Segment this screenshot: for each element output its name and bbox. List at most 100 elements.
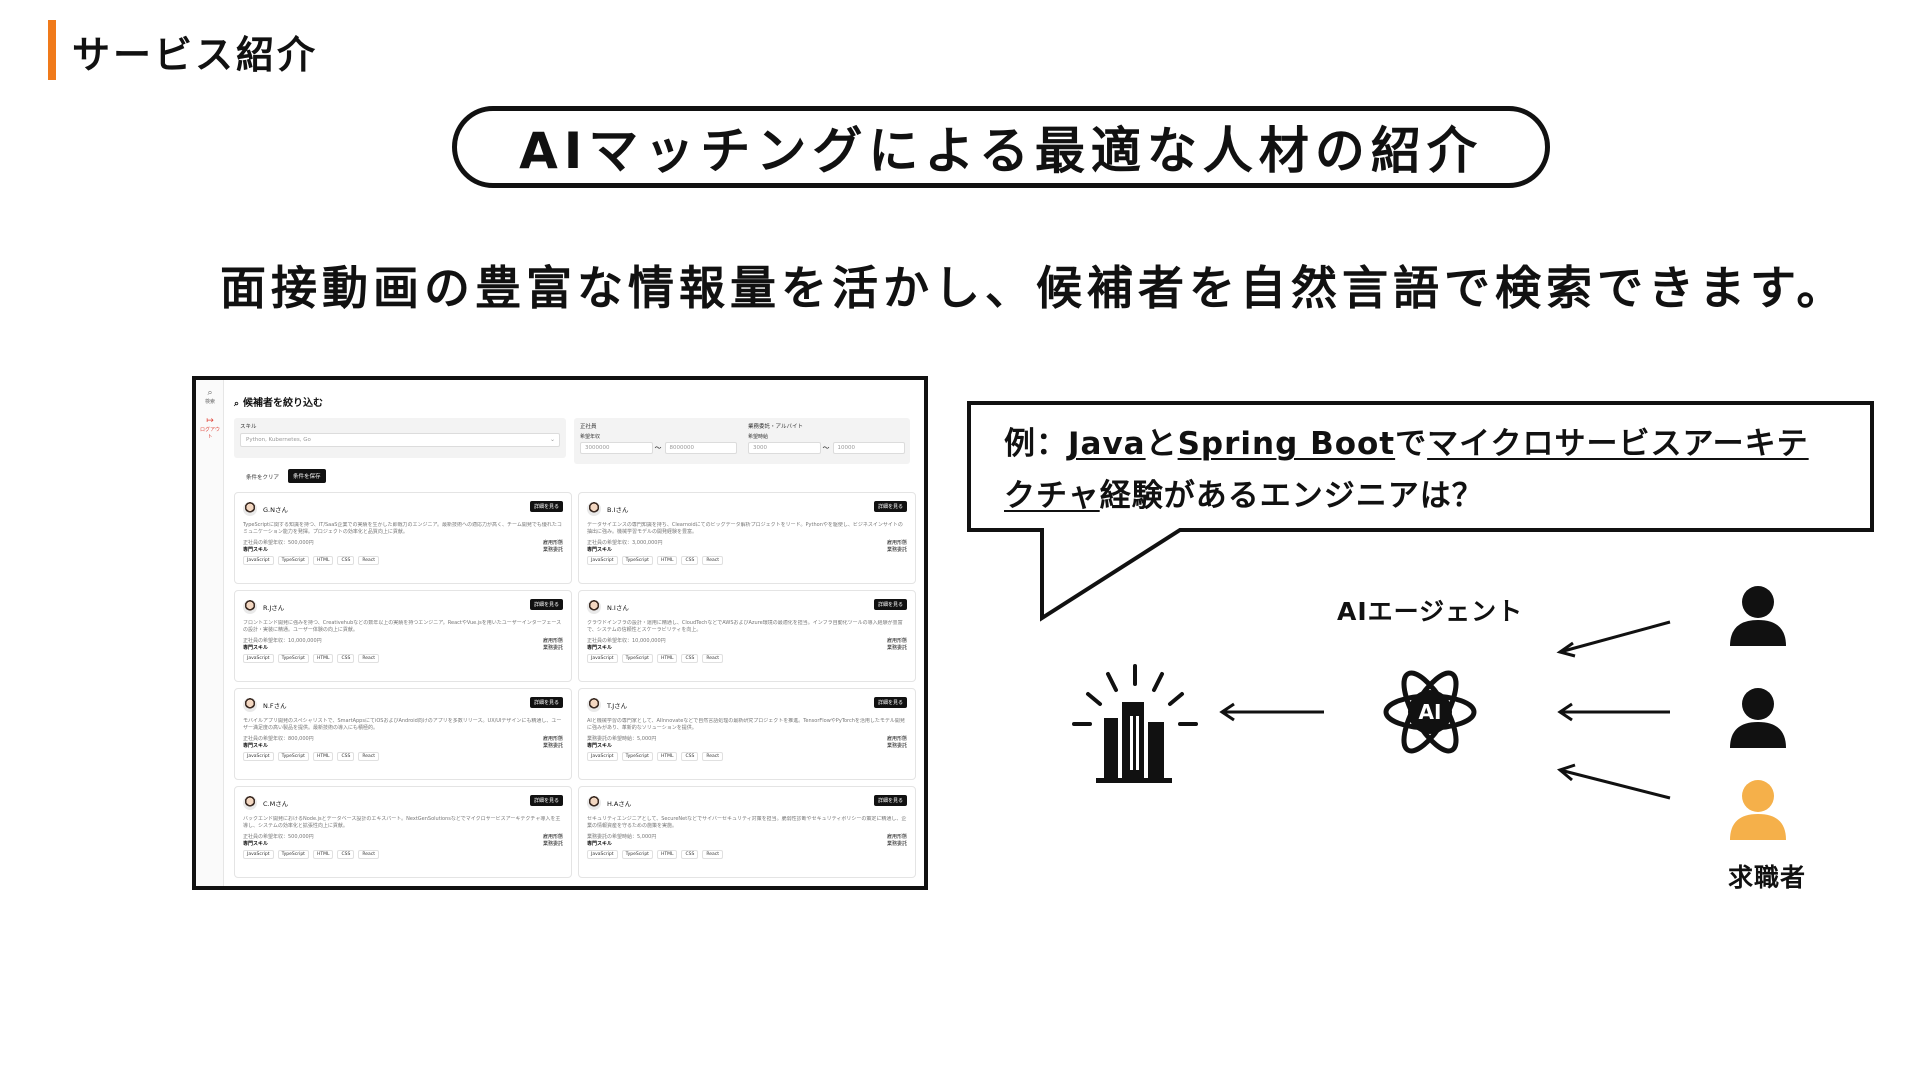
chevron-down-icon: ⌄ xyxy=(549,436,555,443)
candidate-salary: 正社員の希望年収：3,000,000円 xyxy=(587,540,663,546)
candidate-card[interactable]: C.Mさん詳細を見るバックエンド開発におけるNode.jsとデータベース設計のエ… xyxy=(234,786,572,878)
skill-tag: HTML xyxy=(312,654,334,663)
candidate-card[interactable]: N.Iさん 詳細を見るクラウドインフラの設計・運用に精通し、CloudTechなど… xyxy=(578,590,916,682)
candidate-name: C.Mさん xyxy=(263,800,289,808)
query-de: で xyxy=(1395,426,1428,462)
query-arch2: クチャ xyxy=(1004,478,1100,514)
candidate-salary: 業務委託の希望時給：5,000円 xyxy=(587,834,657,840)
skill-tag: JavaScript xyxy=(243,654,274,663)
skills-label: 専門スキル xyxy=(243,547,269,553)
skill-tag: HTML xyxy=(312,850,334,859)
employment-type-value: 業務委託 xyxy=(886,645,907,651)
filter-title-text: 候補者を絞り込む xyxy=(243,398,324,409)
employment-type-label: 雇用形態 xyxy=(886,736,907,742)
skill-input[interactable]: Python, Kubernetes, Go ⌄ xyxy=(240,433,560,447)
candidate-salary: 正社員の希望年収：500,000円 xyxy=(243,834,314,840)
skill-tag: TypeScript xyxy=(277,654,309,663)
hourly-min: 3000 xyxy=(753,445,767,451)
person-icon xyxy=(1730,586,1786,646)
contract-label: 業務委託・アルバイト xyxy=(748,424,803,430)
view-detail-button[interactable]: 詳細を見る xyxy=(529,795,563,806)
candidate-name: G.Nさん xyxy=(263,506,288,514)
arrow-icon xyxy=(1557,702,1670,722)
candidate-description: AIと機械学習の専門家として、AIInnovateなどで自然言語処理の最新研究プ… xyxy=(587,718,905,731)
candidate-name: T.Jさん xyxy=(607,702,628,710)
view-detail-button[interactable]: 詳細を見る xyxy=(873,599,907,610)
candidate-salary: 正社員の希望年収：800,000円 xyxy=(243,736,314,742)
annual-max-input[interactable]: 8000000 xyxy=(664,442,737,454)
rail-item-logout[interactable]: ↦ ログアウト xyxy=(199,416,221,440)
person-icon xyxy=(1730,780,1786,840)
skill-tag: React xyxy=(702,752,724,761)
candidate-description: フロントエンド開発に強みを持つ、Creativehubなどの数年以上の実績を持つ… xyxy=(243,620,562,633)
skills-label: 専門スキル xyxy=(587,743,613,749)
avatar xyxy=(587,502,601,516)
candidate-card[interactable]: H.Aさん詳細を見るセキュリティエンジニアとして、SecureNetなどでサイバ… xyxy=(578,786,916,878)
skills-label: 専門スキル xyxy=(243,743,269,749)
company-building-icon xyxy=(1072,664,1198,783)
avatar xyxy=(243,600,257,614)
hourly-max-input[interactable]: 10000 xyxy=(832,442,905,454)
ai-agent-label: AIエージェント xyxy=(1337,597,1524,626)
skill-tag: HTML xyxy=(312,752,334,761)
skills-label: 専門スキル xyxy=(587,547,613,553)
candidate-salary: 正社員の希望年収：10,000,000円 xyxy=(587,638,666,644)
candidate-description: TypeScriptに関する知識を持つ、IT/SaaS企業での実績を生かした即戦… xyxy=(243,522,562,535)
candidate-name: N.Iさん xyxy=(607,604,629,612)
query-java: Java xyxy=(1068,426,1146,462)
view-detail-button[interactable]: 詳細を見る xyxy=(529,599,563,610)
skill-tag: HTML xyxy=(656,752,678,761)
hourly-min-input[interactable]: 3000 xyxy=(748,442,821,454)
skill-tag: React xyxy=(358,654,380,663)
job-seeker-label: 求職者 xyxy=(1728,863,1807,892)
avatar xyxy=(243,502,257,516)
employment-type-label: 雇用形態 xyxy=(886,834,907,840)
view-detail-button[interactable]: 詳細を見る xyxy=(873,795,907,806)
employment-type-label: 雇用形態 xyxy=(542,834,563,840)
employment-type-value: 業務委託 xyxy=(542,645,563,651)
view-detail-button[interactable]: 詳細を見る xyxy=(529,501,563,512)
ai-core-text: AI xyxy=(1418,700,1442,724)
avatar xyxy=(243,796,257,810)
view-detail-button[interactable]: 詳細を見る xyxy=(873,501,907,512)
skill-tag: React xyxy=(702,556,724,565)
candidate-card[interactable]: G.Nさん 詳細を見る TypeScriptに関する知識を持つ、IT/SaaS企業で… xyxy=(234,492,572,584)
employment-type-value: 業務委託 xyxy=(542,743,563,749)
arrow-icon xyxy=(1556,763,1671,800)
skill-tag: HTML xyxy=(656,654,678,663)
query-spring: Spring Boot xyxy=(1177,426,1396,462)
skill-filter: スキル Python, Kubernetes, Go ⌄ xyxy=(234,418,566,458)
clear-filter-button[interactable]: 条件をクリア xyxy=(246,475,280,481)
employment-type-value: 業務委託 xyxy=(886,841,907,847)
app-main: ⌕候補者を絞り込む スキル Python, Kubernetes, Go ⌄ 正… xyxy=(234,380,916,886)
view-detail-button[interactable]: 詳細を見る xyxy=(873,697,907,708)
candidate-description: セキュリティエンジニアとして、SecureNetなどでサイバーセキュリティ対策を… xyxy=(587,816,907,829)
search-icon: ⌕ xyxy=(207,388,213,398)
save-filter-button[interactable]: 条件を保存 xyxy=(288,469,326,483)
query-example: 例：JavaとSpring Bootでマイクロサービスアーキテクチャ経験があるエ… xyxy=(1004,418,1844,522)
skill-tag: JavaScript xyxy=(243,752,274,761)
rail-label: 検索 xyxy=(204,399,215,405)
skill-tag: CSS xyxy=(337,752,355,761)
candidate-description: クラウドインフラの設計・運用に精通し、CloudTechなどでAWSおよびAzu… xyxy=(587,620,903,633)
skills-label: 専門スキル xyxy=(243,841,269,847)
view-detail-button[interactable]: 詳細を見る xyxy=(529,697,563,708)
employment-type-value: 業務委託 xyxy=(886,547,907,553)
skill-tag: CSS xyxy=(337,850,355,859)
candidate-card[interactable]: N.Fさん詳細を見るモバイルアプリ開発のスペシャリストで、SmartAppsにて… xyxy=(234,688,572,780)
candidate-card[interactable]: R.Jさん詳細を見るフロントエンド開発に強みを持つ、Creativehubなどの… xyxy=(234,590,572,682)
header-accent-bar xyxy=(48,20,56,80)
skill-tag: React xyxy=(358,850,380,859)
candidate-salary: 正社員の希望年収：500,000円 xyxy=(243,540,314,546)
hourly-max: 10000 xyxy=(837,445,856,451)
candidate-card[interactable]: T.Jさん 詳細を見る AIと機械学習の専門家として、AIInnovateなどで自然… xyxy=(578,688,916,780)
annual-min-input[interactable]: 3000000 xyxy=(580,442,653,454)
candidate-card[interactable]: B.Iさん詳細を見るデータサイエンスの専門知識を持ち、Clearnoidにてのビ… xyxy=(578,492,916,584)
avatar xyxy=(587,600,601,614)
rail-item-search[interactable]: ⌕ 検索 xyxy=(199,388,221,405)
employment-type-value: 業務委託 xyxy=(886,743,907,749)
